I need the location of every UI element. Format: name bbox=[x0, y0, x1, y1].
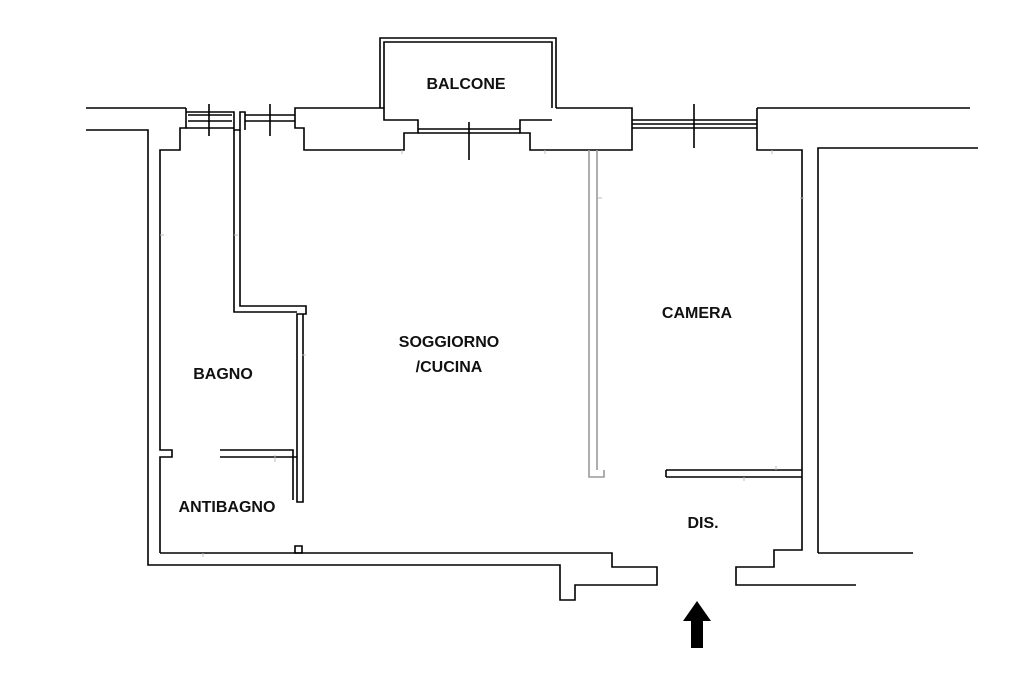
room-label-balcone: BALCONE bbox=[426, 76, 505, 93]
room-label-cucina: /CUCINA bbox=[416, 359, 483, 376]
walls bbox=[86, 37, 978, 601]
balcony-door bbox=[418, 122, 520, 160]
wall-top-center-left bbox=[294, 107, 419, 151]
room-label-antibagno: ANTIBAGNO bbox=[179, 499, 276, 516]
room-label-bagno: BAGNO bbox=[193, 366, 253, 383]
room-label-camera: CAMERA bbox=[662, 305, 733, 322]
wall-antibagno-top bbox=[220, 449, 297, 500]
room-label-soggiorno: SOGGIORNO bbox=[399, 334, 499, 351]
wall-camera-bottom bbox=[665, 469, 802, 478]
balcony-outline bbox=[379, 37, 557, 108]
wall-ticks bbox=[160, 150, 804, 557]
wall-top-left bbox=[86, 107, 658, 601]
partition-soggiorno-camera bbox=[588, 150, 605, 478]
wall-bagno-left bbox=[233, 130, 297, 313]
window-right bbox=[632, 104, 757, 148]
wall-top-right bbox=[735, 107, 978, 586]
arrow-up-icon bbox=[683, 601, 711, 648]
wall-left-inner bbox=[159, 108, 187, 553]
wall-top-center-right bbox=[519, 107, 633, 151]
window-left-2 bbox=[245, 104, 295, 136]
wall-bagno-top bbox=[239, 130, 307, 503]
room-label-dis: DIS. bbox=[687, 515, 718, 532]
wall-antibagno-stub bbox=[294, 545, 303, 554]
window-left-1 bbox=[188, 104, 232, 136]
